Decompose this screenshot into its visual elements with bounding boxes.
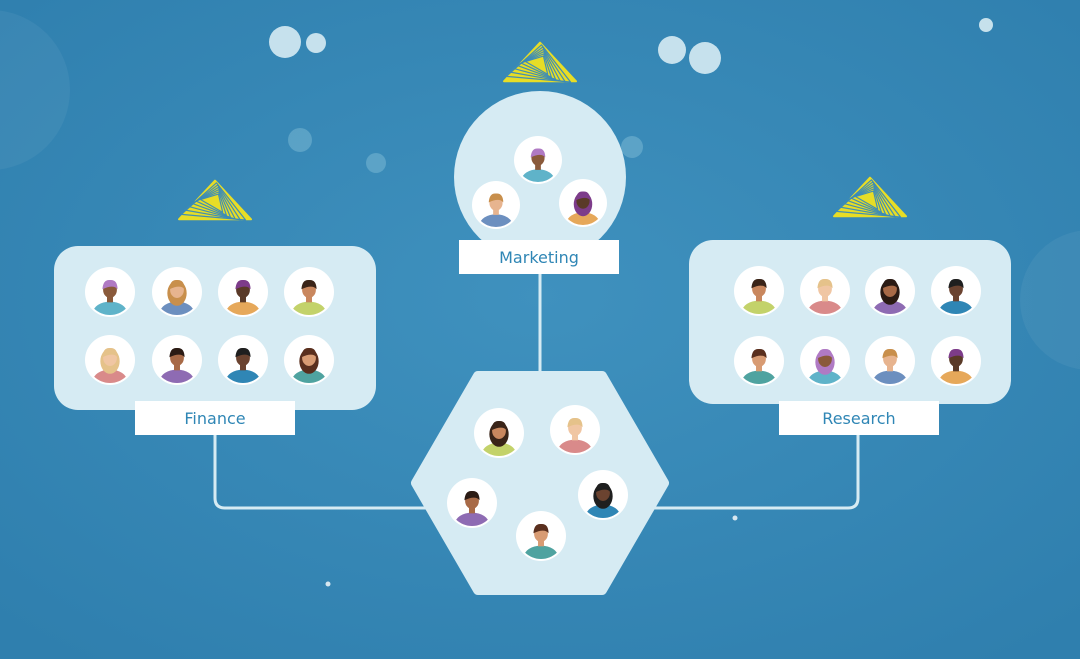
finance-person-avatar-icon	[85, 335, 135, 385]
finance-person-avatar-icon	[85, 267, 135, 317]
research-logo-gold-triangle-logo-icon	[833, 176, 907, 218]
research-label: Research	[779, 401, 939, 435]
finance-person-avatar-icon	[218, 267, 268, 317]
research-person-avatar-icon	[931, 266, 981, 316]
marketing-person-avatar-icon	[472, 181, 520, 229]
connector-research-hub	[650, 431, 860, 510]
marketing-label: Marketing	[459, 240, 619, 274]
finance-person-avatar-icon	[284, 267, 334, 317]
hub-person-avatar-icon	[516, 511, 566, 561]
logos-layer	[178, 41, 907, 221]
finance-person-avatar-icon	[218, 335, 268, 385]
research-person-avatar-icon	[734, 266, 784, 316]
finance-person-avatar-icon	[152, 335, 202, 385]
research-person-avatar-icon	[800, 336, 850, 386]
marketing-person-avatar-icon	[559, 179, 607, 227]
research-person-avatar-icon	[734, 336, 784, 386]
connector-finance-hub	[213, 431, 430, 510]
hub-person-avatar-icon	[578, 470, 628, 520]
finance-person-avatar-icon	[284, 335, 334, 385]
avatars-layer	[85, 136, 981, 561]
finance-person-avatar-icon	[152, 267, 202, 317]
research-person-avatar-icon	[931, 336, 981, 386]
research-person-avatar-icon	[865, 266, 915, 316]
hub-person-avatar-icon	[550, 405, 600, 455]
research-person-avatar-icon	[865, 336, 915, 386]
finance-label: Finance	[135, 401, 295, 435]
research-person-avatar-icon	[800, 266, 850, 316]
background-decorations	[0, 10, 1080, 587]
hub-person-avatar-icon	[447, 478, 497, 528]
connector-lines	[213, 270, 860, 510]
marketing-logo-gold-triangle-logo-icon	[503, 41, 577, 83]
hub-person-avatar-icon	[474, 408, 524, 458]
marketing-person-avatar-icon	[514, 136, 562, 184]
finance-logo-gold-triangle-logo-icon	[178, 179, 252, 221]
